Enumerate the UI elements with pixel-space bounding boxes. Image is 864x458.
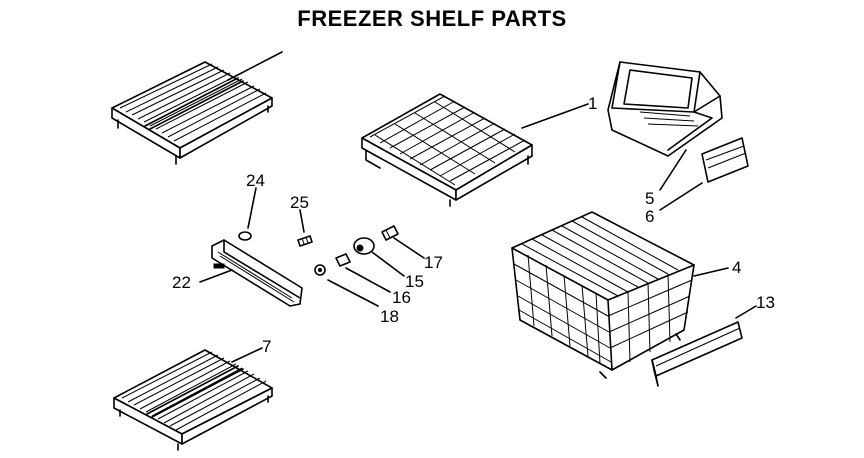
shelf-rail	[211, 239, 303, 307]
callout-24: 24	[246, 171, 265, 190]
leader-6	[659, 182, 703, 211]
diagram-title: FREEZER SHELF PARTS	[297, 6, 567, 31]
leader-25	[299, 209, 305, 233]
leader-17	[393, 237, 425, 259]
leader-22	[199, 269, 233, 283]
callout-5: 5	[645, 189, 654, 208]
washer-18	[314, 264, 326, 276]
leader-18	[327, 279, 379, 307]
leader-15	[371, 251, 405, 277]
callout-17: 17	[424, 253, 443, 272]
callout-16: 16	[392, 288, 411, 307]
wire-shelf-top-left	[111, 61, 273, 165]
leader-16	[345, 267, 391, 293]
screw-25	[297, 235, 313, 247]
callout-6: 6	[645, 207, 654, 226]
clip-24	[238, 231, 252, 241]
leader-1	[521, 103, 589, 129]
callout-25: 25	[290, 193, 309, 212]
leader-13	[735, 305, 757, 319]
screw-17	[381, 225, 399, 241]
callout-13: 13	[756, 293, 775, 312]
wire-shelf-bottom-left	[113, 349, 273, 451]
bushing-16	[335, 253, 351, 267]
wire-basket	[511, 211, 695, 379]
callout-7: 7	[262, 337, 271, 356]
callout-22: 22	[172, 273, 191, 292]
roller-15	[353, 237, 375, 255]
basket-trim	[651, 321, 743, 387]
freezer-pan	[607, 61, 723, 157]
leader-4	[693, 267, 729, 277]
callout-15: 15	[405, 272, 424, 291]
pan-trim-6	[701, 137, 749, 183]
leader-7	[231, 347, 263, 363]
leader-24	[247, 187, 257, 229]
callout-18: 18	[380, 307, 399, 326]
glass-shelf-center	[361, 93, 533, 207]
callout-1: 1	[588, 94, 597, 113]
callout-4: 4	[732, 258, 741, 277]
leader-5	[659, 149, 687, 191]
leader-8	[227, 51, 283, 81]
